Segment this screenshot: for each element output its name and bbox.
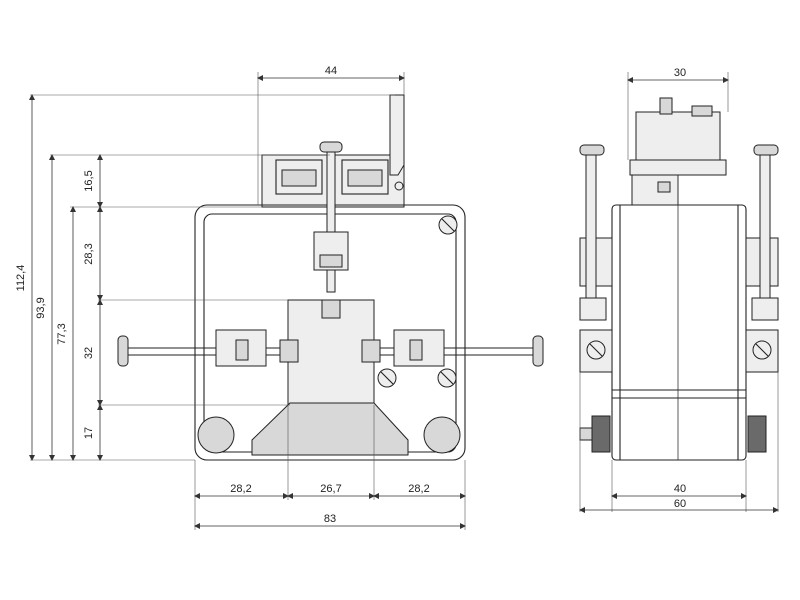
dim-left-28: 28,2: [230, 483, 251, 495]
dim-side-total-width: 60: [674, 498, 686, 510]
side-view: 30 40 60: [579, 67, 779, 513]
dim-side-inner-width: 40: [674, 483, 686, 495]
dim-right-28: 28,2: [408, 483, 429, 495]
dim-side-top-width: 30: [674, 67, 686, 79]
front-view: 44 112,4 93,9 77,3 16,5 28,3 32 17 28,2 …: [15, 65, 544, 530]
dim-height-77: 77,3: [56, 323, 68, 344]
dim-center-26: 26,7: [320, 483, 341, 495]
dim-height-93: 93,9: [35, 297, 47, 318]
dim-mid-28: 28,3: [83, 243, 95, 264]
dim-total-height: 112,4: [15, 265, 27, 292]
dim-upper-16: 16,5: [83, 170, 95, 191]
dim-total-width: 83: [324, 513, 336, 525]
dim-bottom-17: 17: [83, 427, 95, 439]
dim-window-32: 32: [83, 347, 95, 359]
dim-top-width: 44: [325, 65, 337, 77]
side-housing: [611, 204, 747, 461]
